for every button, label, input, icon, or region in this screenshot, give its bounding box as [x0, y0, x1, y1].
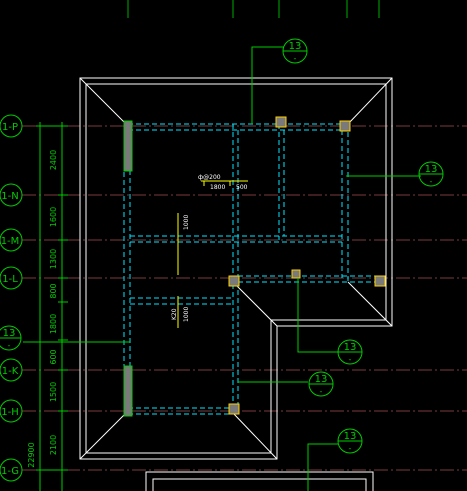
beam-lines [123, 123, 380, 415]
axis-bubble [0, 458, 23, 482]
beam-vertical-3: K20 [171, 308, 178, 320]
dimension-chain [36, 122, 68, 491]
axis-bubble [0, 266, 23, 290]
axis-label-1H: 1-H [1, 407, 19, 418]
column-wall [123, 120, 133, 172]
callout-leader [307, 443, 338, 491]
axis-labels: 1-P 1-N 1-M 1-L 1-K 1-H 1-G [1, 122, 20, 477]
callout-sub: - [349, 355, 352, 364]
callout-sub: - [8, 341, 11, 350]
beam-spec-text: ф@200 [198, 174, 221, 181]
callout-number: 13 [425, 164, 438, 175]
column-wall [123, 365, 133, 417]
hip-line [347, 281, 393, 327]
dim-2400: 2400 [49, 150, 58, 170]
callout-leader [297, 278, 338, 353]
hip-line [79, 412, 127, 460]
callout-sub: - [320, 387, 323, 396]
callout-number: 13 [315, 374, 328, 385]
columns [123, 116, 386, 417]
axis-label-1N: 1-N [1, 191, 18, 202]
beam-vertical-2: 1000 [183, 307, 190, 322]
axis-bubble [0, 358, 23, 382]
section-callout: 13 - [282, 38, 308, 64]
axis-label-1P: 1-P [2, 122, 18, 133]
hip-line [232, 412, 278, 460]
axis-label-1G: 1-G [1, 466, 19, 477]
section-callout: 13 - [418, 161, 444, 187]
hip-line [347, 77, 393, 125]
lower-building-edge [145, 471, 374, 491]
beam-annotation: ф@200 1800 500 1000 1000 K20 [171, 174, 248, 328]
axis-bubble [0, 228, 23, 252]
column [339, 120, 351, 132]
dim-2100: 2100 [49, 435, 58, 455]
axis-bubble [0, 114, 23, 138]
dim-1800: 1800 [49, 314, 58, 334]
dim-1600: 1600 [49, 207, 58, 227]
column [291, 269, 301, 279]
callout-number: 13 [344, 342, 357, 353]
dim-800: 800 [49, 283, 58, 298]
column [228, 275, 240, 287]
section-callouts: 13 - 13 - 13 - 13 - 13 - [0, 38, 444, 454]
hip-line [232, 281, 278, 327]
dimension-texts: 2400 1600 1300 800 1800 600 1500 2100 22… [27, 150, 58, 468]
axis-bubble [0, 399, 23, 423]
lower-building-inner [152, 478, 367, 491]
column [228, 403, 240, 415]
callout-number: 13 [344, 431, 357, 442]
dim-600: 600 [49, 349, 58, 364]
callout-sub: - [430, 177, 433, 186]
section-callout: 13 - [337, 339, 363, 365]
axis-lines [22, 125, 467, 471]
dim-22900: 22900 [27, 442, 36, 467]
section-callout: 13 - [308, 371, 334, 397]
section-callout: 13 - [0, 325, 22, 351]
building-below [145, 471, 374, 491]
roof-outline [79, 77, 393, 460]
axis-label-1K: 1-K [2, 366, 19, 377]
section-callout: 13 - [337, 428, 363, 454]
beam-seg-b: 500 [236, 184, 248, 191]
axis-label-1L: 1-L [2, 274, 18, 285]
axis-bubbles [0, 114, 23, 482]
callout-sub: - [294, 54, 297, 63]
hip-line [79, 77, 127, 125]
axis-label-1M: 1-M [1, 236, 20, 247]
callout-leaders [23, 46, 421, 491]
column [374, 275, 386, 287]
column [275, 116, 287, 128]
vertical-grid-lines [127, 0, 380, 18]
callout-number: 13 [289, 41, 302, 52]
beam-vertical-1: 1000 [183, 215, 190, 230]
dim-1500: 1500 [49, 382, 58, 402]
beam-seg-a: 1800 [210, 184, 225, 191]
axis-bubble [0, 183, 23, 207]
callout-number: 13 [3, 328, 16, 339]
callout-sub: - [349, 444, 352, 453]
dim-1300: 1300 [49, 249, 58, 269]
callout-leader [251, 46, 284, 124]
